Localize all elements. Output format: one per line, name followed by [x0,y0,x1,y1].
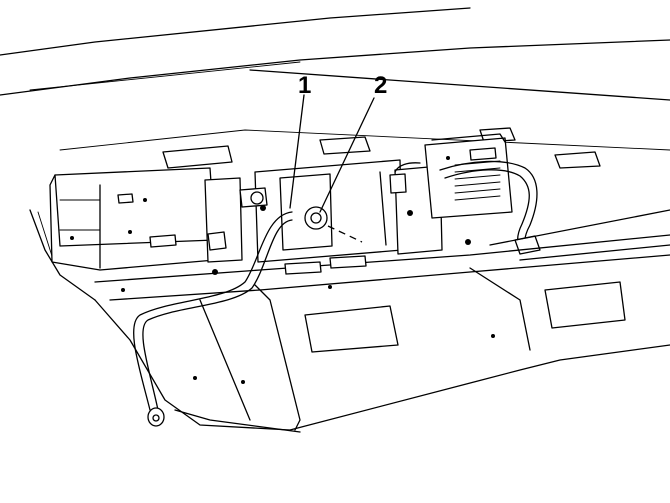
battery-module [424,133,513,219]
callout-1-label: 1 [298,72,311,99]
connectors [149,173,407,251]
battery-cable [133,211,293,427]
cable-nut [304,206,363,243]
callout-2-label: 2 [374,72,387,99]
upper-panel [0,7,670,169]
leader-lines [289,94,375,213]
floor-panel [94,209,670,433]
